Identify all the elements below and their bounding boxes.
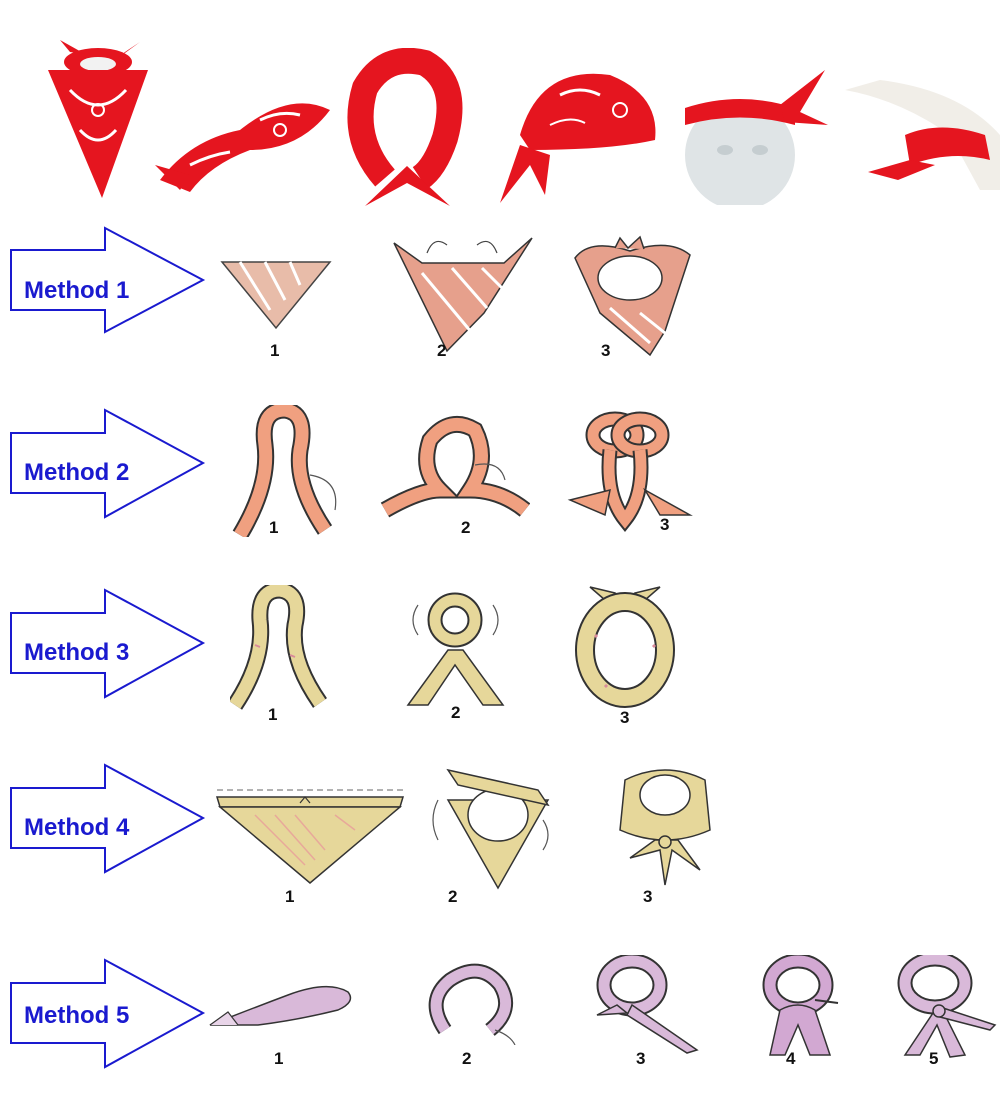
bandana-loop-crossed-icon xyxy=(347,48,463,206)
arrow-right-icon xyxy=(10,588,206,699)
step-number: 3 xyxy=(643,887,653,906)
method-5-row: Method 5 1 2 3 4 5 xyxy=(0,955,1000,1085)
arrow-right-icon xyxy=(10,763,206,874)
scarf-flat-twist-icon xyxy=(209,985,352,1026)
step-number: 1 xyxy=(285,887,295,906)
bandana-photo-strip xyxy=(0,30,1000,206)
step-number: 2 xyxy=(437,341,447,360)
method-3-label: Method 3 xyxy=(24,639,130,666)
method-1-label: Method 1 xyxy=(24,277,130,304)
step-number: 3 xyxy=(660,515,670,534)
step-number: 1 xyxy=(268,705,278,724)
bandana-head-wrap-icon xyxy=(500,73,656,203)
method-5-label: Method 5 xyxy=(24,1002,130,1029)
step-number: 2 xyxy=(461,518,471,537)
scarf-loop-step-icon xyxy=(232,405,337,537)
scarf-folded-triangle-icon xyxy=(220,261,332,330)
step-number: 1 xyxy=(269,518,279,537)
scarf-double-loop-icon xyxy=(567,411,693,533)
scarf-knot-start-icon xyxy=(596,955,699,1054)
method-3-row: Method 3 1 2 3 xyxy=(0,585,1000,727)
step-number: 1 xyxy=(270,341,280,360)
method-4-label: Method 4 xyxy=(24,814,130,841)
step-number: 5 xyxy=(929,1049,939,1068)
scarf-crossed-ends-icon xyxy=(406,592,505,706)
method-1-row: Method 1 1 2 3 xyxy=(0,225,1000,360)
step-number: 2 xyxy=(462,1049,472,1068)
arrow-right-icon xyxy=(10,226,206,334)
bandana-neck-triangle-icon xyxy=(48,40,148,198)
step-number: 2 xyxy=(448,887,458,906)
scarf-finished-knot-icon xyxy=(897,955,997,1058)
scarf-knot-pull-icon xyxy=(762,955,839,1056)
step-number: 1 xyxy=(274,1049,284,1068)
bandana-headband-tied-icon xyxy=(155,103,330,192)
method-2-row: Method 2 1 2 3 xyxy=(0,405,1000,537)
scarf-ends-raised-icon xyxy=(393,237,533,353)
step-number: 3 xyxy=(620,708,630,727)
scarf-wrapped-neck-icon xyxy=(432,768,550,890)
arrow-right-icon xyxy=(10,408,206,519)
scarf-loop-step-icon xyxy=(230,585,328,710)
scarf-tied-cowl-icon xyxy=(619,769,711,886)
scarf-ring-bow-icon xyxy=(575,586,675,708)
arrow-right-icon xyxy=(10,958,206,1069)
bandana-on-mannequin-icon xyxy=(685,70,828,205)
step-number: 4 xyxy=(786,1049,796,1068)
scarf-folded-edge-icon xyxy=(215,789,405,884)
scarf-tied-triangle-icon xyxy=(574,235,691,357)
scarf-single-loop-icon xyxy=(428,963,516,1045)
method-2-label: Method 2 xyxy=(24,459,130,486)
step-number: 3 xyxy=(601,341,611,360)
step-number: 2 xyxy=(451,703,461,722)
bandana-on-wrist-icon xyxy=(845,80,1000,190)
method-4-row: Method 4 1 2 3 xyxy=(0,760,1000,906)
scarf-knot-step-icon xyxy=(380,415,530,518)
step-number: 3 xyxy=(636,1049,646,1068)
